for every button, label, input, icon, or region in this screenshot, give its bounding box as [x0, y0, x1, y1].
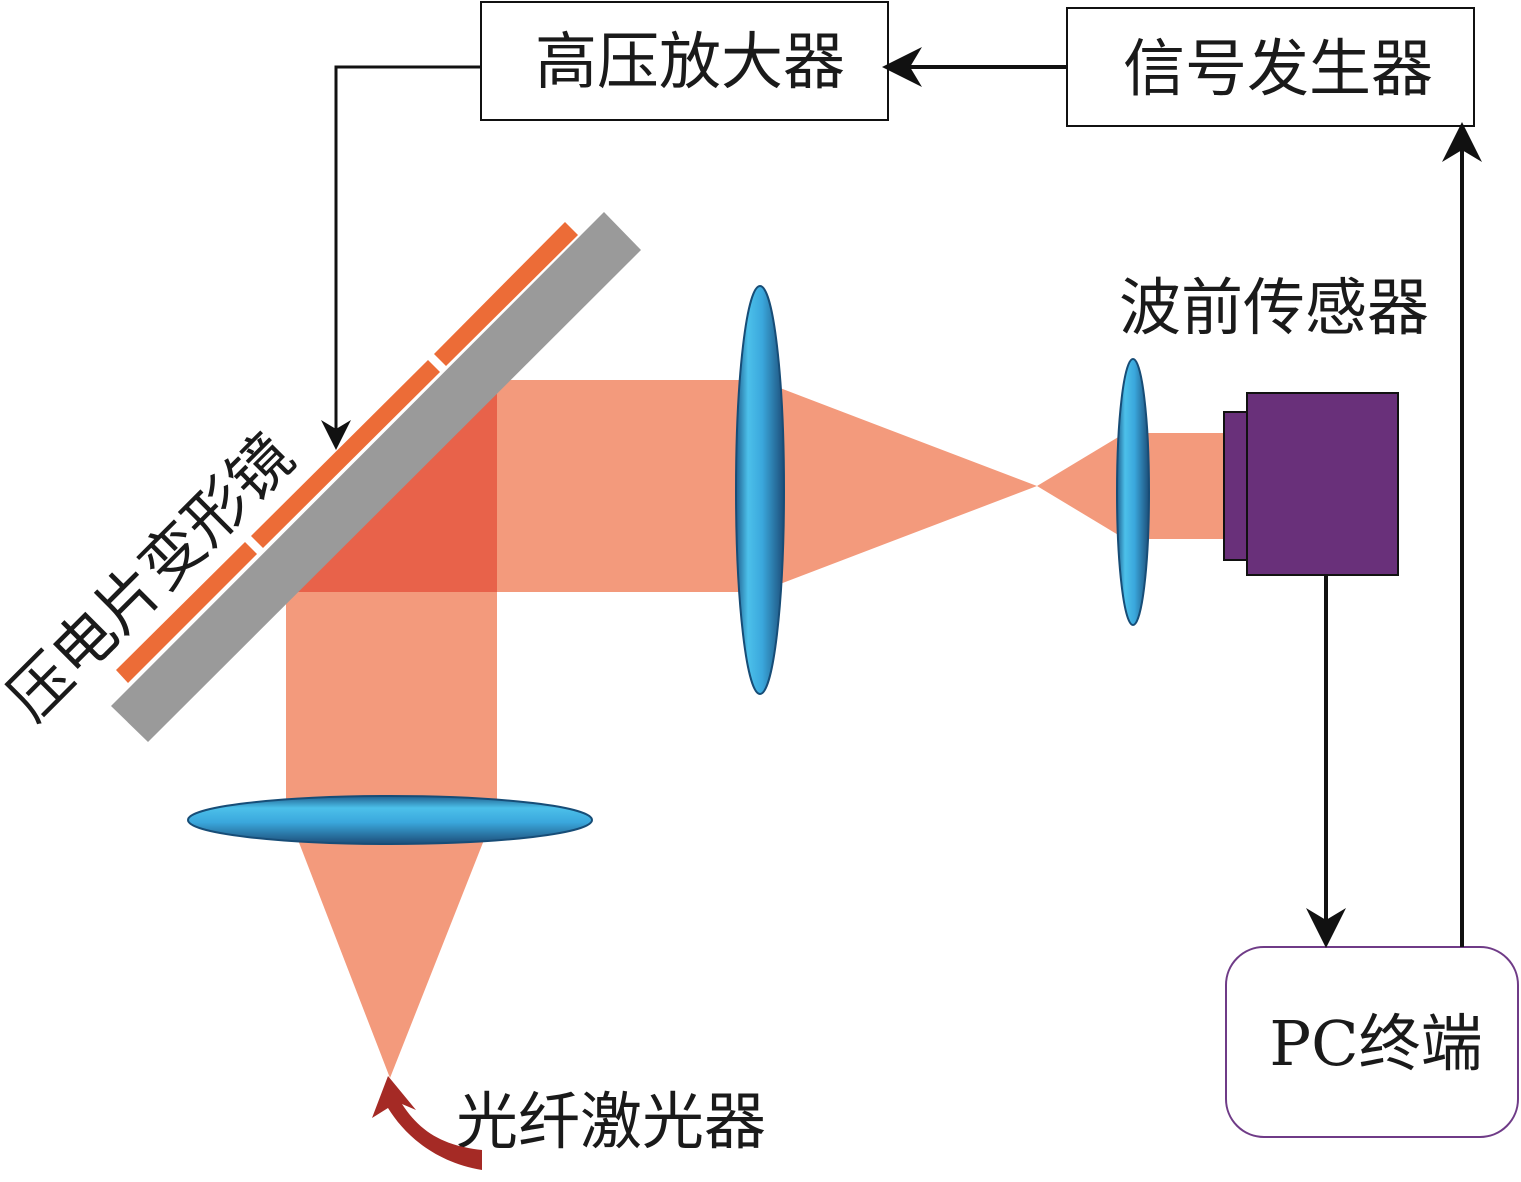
sensor-body [1246, 392, 1399, 576]
pc-terminal-frame [1225, 946, 1519, 1138]
pc-terminal-label: PC终端 [1269, 1007, 1482, 1080]
piezo-strip-2 [251, 360, 440, 548]
curved-arrow-icon [372, 1076, 482, 1170]
mirror-substrate [111, 212, 641, 742]
amplifier-box: 高压放大器 [480, 1, 889, 121]
lens-icon [1116, 358, 1150, 626]
beam-input-cone [298, 840, 484, 1078]
lenses [187, 285, 1150, 845]
wavefront-sensor-label: 波前传感器 [1119, 271, 1429, 344]
signal-generator-frame [1066, 7, 1475, 127]
amplifier-label: 高压放大器 [535, 25, 845, 98]
amplifier-to-mirror-arrow [321, 65, 481, 450]
signal-generator-label: 信号发生器 [1123, 32, 1433, 105]
deformable-mirror [111, 212, 641, 742]
signal-generator-box: 信号发生器 [1066, 7, 1475, 127]
wavefront-sensor [1223, 392, 1399, 576]
amplifier-frame [480, 1, 889, 121]
beam-vertical [286, 592, 497, 822]
fiber-laser [372, 1076, 482, 1170]
connections [321, 47, 1482, 948]
piezo-strip-1 [116, 542, 257, 683]
beam-focus-cone [780, 388, 1037, 584]
lens-icon [187, 795, 593, 845]
beam-expand-cone [1037, 436, 1120, 536]
lens-icon [735, 285, 785, 695]
piezo-strip-3 [434, 222, 578, 366]
beam-to-sensor [1148, 433, 1228, 539]
pc-terminal: PC终端 [1225, 946, 1519, 1138]
fiber-laser-label: 光纤激光器 [456, 1085, 766, 1158]
beam-reflected [497, 380, 740, 592]
sensor-front [1223, 411, 1251, 561]
